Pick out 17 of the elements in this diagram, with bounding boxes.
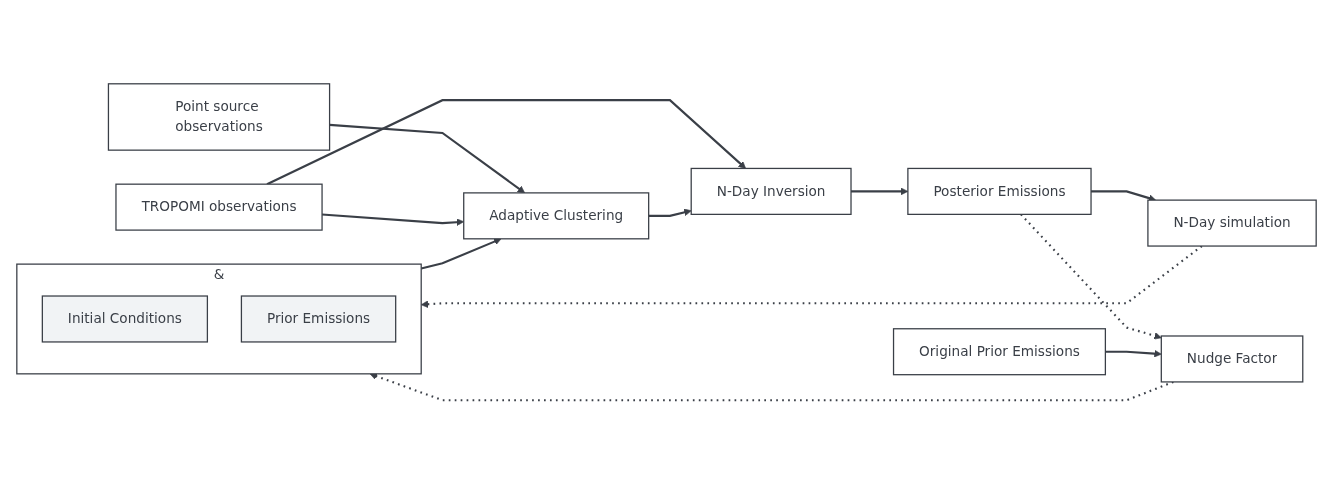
node-box: N-Day Inversion xyxy=(690,167,852,215)
node-box: Initial Conditions xyxy=(41,295,209,343)
node-box: Adaptive Clustering xyxy=(463,192,650,240)
node-box: Original Prior Emissions xyxy=(892,328,1107,376)
node-box: TROPOMI observations xyxy=(115,183,323,231)
node-box: Prior Emissions xyxy=(240,295,397,343)
node-box: Point source observations xyxy=(107,83,331,151)
arrow xyxy=(420,237,502,270)
arrow xyxy=(329,123,526,194)
node-box: Posterior Emissions xyxy=(907,167,1092,215)
arrow xyxy=(648,208,692,217)
arrow xyxy=(1105,349,1162,358)
arrow xyxy=(1020,213,1162,340)
arrow xyxy=(1091,190,1156,202)
node-box: Nudge Factor xyxy=(1160,335,1304,383)
node-box: N-Day simulation xyxy=(1147,199,1317,247)
arrow xyxy=(266,99,746,186)
